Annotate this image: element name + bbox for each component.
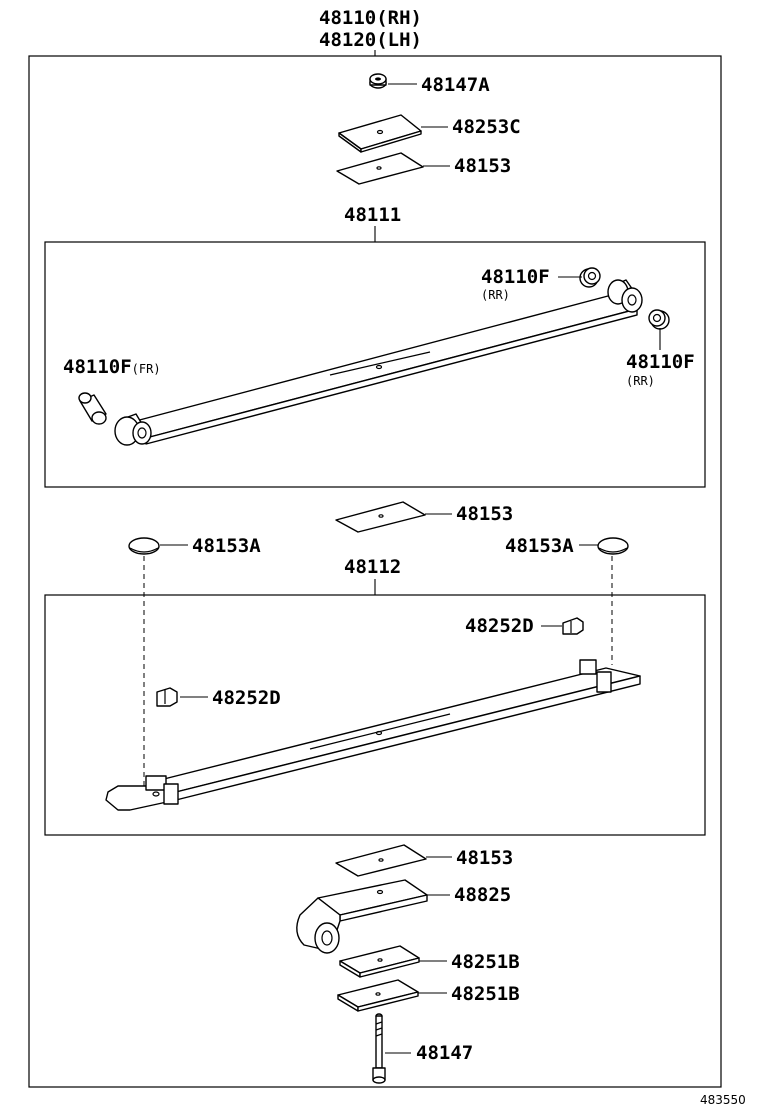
label-plate-48251B-lower: 48251B — [451, 983, 520, 1005]
pad-48153-bottom — [335, 844, 427, 877]
plate-48251B-lower — [337, 979, 419, 1012]
label-leaf-48825: 48825 — [454, 884, 512, 906]
bolt-48147 — [372, 1013, 386, 1084]
clip-48252D-left — [156, 687, 178, 707]
label-plate-48251B-upper: 48251B — [451, 951, 520, 973]
label-bushing-rr-lower-sub: (RR) — [626, 374, 655, 388]
second-leaf-48112 — [105, 659, 641, 811]
bushing-48110F-fr — [78, 392, 107, 425]
label-bolt-48147: 48147 — [416, 1042, 474, 1064]
label-pad-48153-bottom: 48153 — [456, 847, 514, 869]
cap-48153A-right — [597, 537, 629, 555]
plate-48253C — [338, 114, 422, 153]
plate-48251B-upper — [339, 945, 420, 978]
title-rh: 48110(RH) — [319, 7, 422, 29]
pad-48153-top — [336, 152, 424, 185]
label-nut-48147A: 48147A — [421, 74, 490, 96]
label-cap-48153A-left: 48153A — [192, 535, 261, 557]
nut-48147A — [369, 73, 387, 89]
label-second-leaf-48112: 48112 — [344, 556, 402, 578]
second-leaf-frame — [44, 594, 706, 836]
label-bushing-fr-num: 48110F — [63, 356, 132, 378]
cap-48153A-left — [128, 537, 160, 555]
main-leaf-frame — [44, 241, 706, 488]
label-clip-48252D-right: 48252D — [465, 615, 534, 637]
label-bushing-rr-lower: 48110F — [626, 351, 695, 373]
leaf-48825 — [296, 879, 428, 954]
label-plate-48253C: 48253C — [452, 116, 521, 138]
bushing-48110F-rr-upper — [579, 267, 601, 288]
label-pad-48153-top: 48153 — [454, 155, 512, 177]
label-bushing-fr-sub: (FR) — [131, 362, 161, 376]
title-lh: 48120(LH) — [319, 29, 422, 51]
pad-48153-middle — [335, 501, 426, 533]
label-bushing-rr-upper: 48110F — [481, 266, 550, 288]
label-main-leaf-48111: 48111 — [344, 204, 402, 226]
label-clip-48252D-left: 48252D — [212, 687, 281, 709]
main-leaf-48111 — [114, 279, 643, 446]
label-bushing-rr-upper-sub: (RR) — [481, 288, 510, 302]
bushing-48110F-rr-lower — [648, 309, 670, 330]
label-pad-48153-middle: 48153 — [456, 503, 514, 525]
label-cap-48153A-right: 48153A — [505, 535, 574, 557]
label-bushing-fr: 48110F(FR) — [63, 357, 161, 379]
diagram-code: 483550 — [700, 1093, 746, 1107]
clip-48252D-right — [562, 617, 584, 635]
